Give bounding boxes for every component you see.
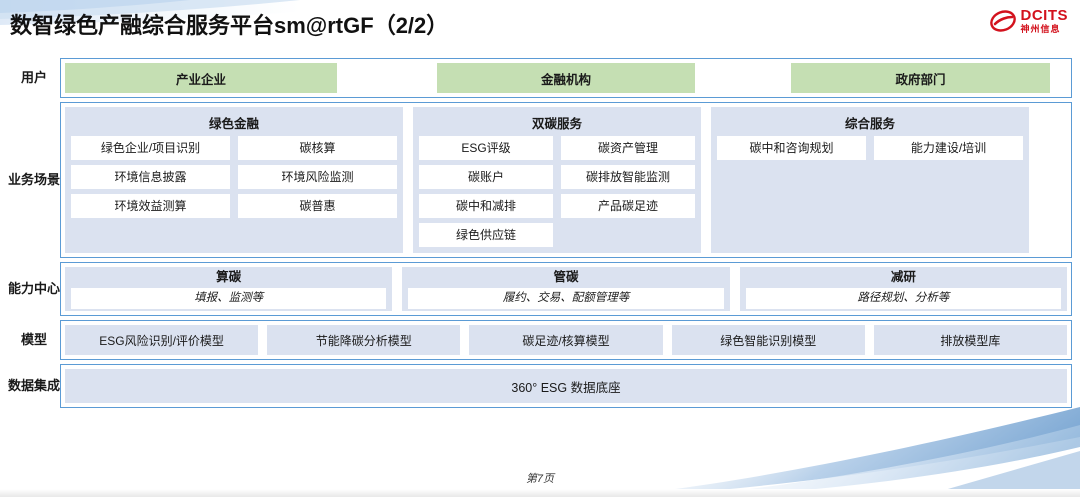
capability-group-subtitle: 填报、监测等 — [71, 288, 387, 309]
capability-group-subtitle: 路径规划、分析等 — [745, 288, 1061, 309]
capability-group-title: 减研 — [890, 270, 916, 284]
row-label-capability: 能力中心 — [8, 280, 61, 296]
business-item[interactable]: 产品碳足迹 — [561, 194, 695, 218]
logo-text-cn: 神州信息 — [1020, 24, 1061, 34]
business-item[interactable]: 能力建设/培训 — [874, 136, 1023, 160]
row-label-users: 用户 — [20, 69, 47, 85]
page-footer: 第7页 — [525, 473, 555, 485]
row-label-data: 数据集成 — [8, 377, 61, 393]
row-body-business: 绿色金融绿色企业/项目识别碳核算环境信息披露环境风险监测环境效益测算碳普惠双碳服… — [60, 102, 1072, 258]
business-group-1: 绿色金融绿色企业/项目识别碳核算环境信息披露环境风险监测环境效益测算碳普惠 — [65, 107, 403, 253]
capability-group-2: 管碳履约、交易、配额管理等 — [402, 267, 730, 311]
capability-group-1: 算碳填报、监测等 — [65, 267, 393, 311]
row-body-users: 产业企业 金融机构 政府部门 — [60, 58, 1072, 98]
row-body-data: 360° ESG 数据底座 — [60, 364, 1072, 408]
business-group-title: 双碳服务 — [531, 117, 582, 131]
business-item[interactable]: 碳账户 — [419, 165, 553, 189]
business-item-grid: ESG评级碳资产管理碳账户碳排放智能监测碳中和减排产品碳足迹绿色供应链 — [419, 136, 695, 247]
user-chip-spacer — [337, 63, 437, 93]
business-item[interactable]: 绿色企业/项目识别 — [71, 136, 230, 160]
business-item[interactable]: 碳资产管理 — [561, 136, 695, 160]
user-chip-1[interactable]: 产业企业 — [65, 63, 337, 93]
business-item[interactable]: 碳中和咨询规划 — [717, 136, 866, 160]
business-item-grid: 碳中和咨询规划能力建设/培训 — [717, 136, 1023, 160]
capability-group-title: 管碳 — [553, 270, 579, 284]
row-model: 模型 ESG风险识别/评价模型节能降碳分析模型碳足迹/核算模型绿色智能识别模型排… — [8, 320, 1072, 360]
business-group-title: 绿色金融 — [208, 117, 259, 131]
brand-logo: DCITS 神州信息 — [989, 7, 1069, 34]
row-label-business: 业务场景 — [8, 171, 61, 187]
row-label-model: 模型 — [20, 331, 47, 347]
row-capability-center: 能力中心 算碳填报、监测等管碳履约、交易、配额管理等减研路径规划、分析等 — [8, 262, 1072, 316]
business-item[interactable]: 环境信息披露 — [71, 165, 230, 189]
model-cell-4[interactable]: 绿色智能识别模型 — [671, 325, 865, 355]
business-group-2: 双碳服务 ESG评级碳资产管理碳账户碳排放智能监测碳中和减排产品碳足迹绿色供应链 — [413, 107, 701, 253]
row-business-scenarios: 业务场景 绿色金融绿色企业/项目识别碳核算环境信息披露环境风险监测环境效益测算碳… — [8, 102, 1072, 258]
capability-group-title: 算碳 — [216, 270, 242, 284]
architecture-board: 用户 产业企业 金融机构 政府部门 业务场景 绿色金融绿色企业/项目识别碳核算环境信… — [8, 58, 1072, 470]
bottom-edge-strip — [0, 489, 1080, 497]
user-chip-2[interactable]: 金融机构 — [437, 63, 695, 93]
business-item[interactable]: 环境效益测算 — [71, 194, 230, 218]
user-chip-list: 产业企业 金融机构 政府部门 — [65, 63, 1067, 93]
row-body-capability: 算碳填报、监测等管碳履约、交易、配额管理等减研路径规划、分析等 — [60, 262, 1072, 316]
business-item[interactable]: ESG评级 — [419, 136, 553, 160]
row-data-integration: 数据集成 360° ESG 数据底座 — [8, 364, 1072, 408]
business-item-grid: 绿色企业/项目识别碳核算环境信息披露环境风险监测环境效益测算碳普惠 — [71, 136, 397, 218]
model-cell-5[interactable]: 排放模型库 — [873, 325, 1068, 355]
business-item[interactable]: 碳中和减排 — [419, 194, 553, 218]
business-group-list: 绿色金融绿色企业/项目识别碳核算环境信息披露环境风险监测环境效益测算碳普惠双碳服… — [65, 107, 1067, 253]
model-cell-list: ESG风险识别/评价模型节能降碳分析模型碳足迹/核算模型绿色智能识别模型排放模型… — [65, 325, 1068, 355]
business-item[interactable]: 环境风险监测 — [238, 165, 397, 189]
logo-text-en: DCITS — [1020, 7, 1068, 24]
user-chip-spacer — [695, 63, 791, 93]
title-bar: 数智绿色产融综合服务平台sm@rtGF（2/2） DCITS 神州信息 — [0, 0, 1080, 52]
model-cell-2[interactable]: 节能降碳分析模型 — [267, 325, 461, 355]
data-foundation-bar: 360° ESG 数据底座 — [65, 369, 1067, 403]
business-item[interactable]: 碳普惠 — [238, 194, 397, 218]
model-cell-1[interactable]: ESG风险识别/评价模型 — [65, 325, 259, 355]
business-item[interactable]: 绿色供应链 — [419, 223, 553, 247]
user-chip-3[interactable]: 政府部门 — [791, 63, 1050, 93]
business-item[interactable]: 碳排放智能监测 — [561, 165, 695, 189]
business-item[interactable]: 碳核算 — [238, 136, 397, 160]
business-group-3: 综合服务碳中和咨询规划能力建设/培训 — [711, 107, 1029, 253]
model-cell-3[interactable]: 碳足迹/核算模型 — [469, 325, 663, 355]
row-users: 用户 产业企业 金融机构 政府部门 — [8, 58, 1072, 98]
capability-group-list: 算碳填报、监测等管碳履约、交易、配额管理等减研路径规划、分析等 — [65, 267, 1067, 311]
business-group-title: 综合服务 — [844, 117, 895, 131]
page-title: 数智绿色产融综合服务平台sm@rtGF（2/2） — [10, 13, 449, 38]
dcits-swirl-icon — [989, 10, 1016, 32]
capability-group-subtitle: 履约、交易、配额管理等 — [408, 288, 724, 309]
capability-group-3: 减研路径规划、分析等 — [739, 267, 1067, 311]
row-body-model: ESG风险识别/评价模型节能降碳分析模型碳足迹/核算模型绿色智能识别模型排放模型… — [60, 320, 1072, 360]
